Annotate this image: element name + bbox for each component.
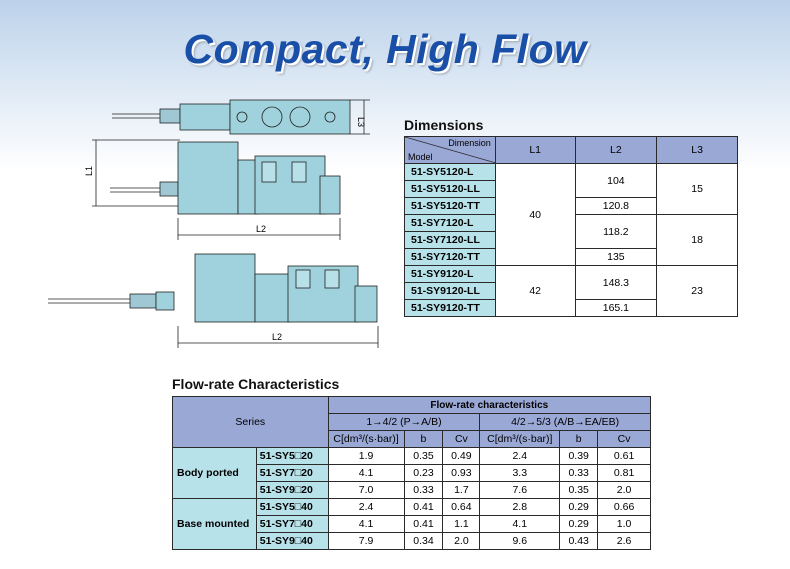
table-row: 51-SY7□20 4.1 0.23 0.93 3.3 0.33 0.81 xyxy=(173,464,651,482)
value-cell: 1.0 xyxy=(597,515,651,533)
table-row: 51-SY9□20 7.0 0.33 1.7 7.6 0.35 2.0 xyxy=(173,481,651,499)
l2-cell: 104 xyxy=(574,163,658,198)
flow-rate-table: Series Flow-rate characteristics 1→4/2 (… xyxy=(172,396,652,550)
series-cell: 51-SY5□40 xyxy=(255,498,329,516)
ab-to-ea-eb-header: 4/2→5/3 (A/B→EA/EB) xyxy=(479,413,651,431)
group-label-body-ported: Body ported xyxy=(172,447,257,499)
dimensions-corner-header: Dimension Model xyxy=(404,136,496,164)
l2-cell: 165.1 xyxy=(574,299,658,317)
l2-cell: 135 xyxy=(574,248,658,266)
model-cell: 51-SY9120-L xyxy=(404,265,496,283)
l1-cell: 42 xyxy=(494,265,576,317)
value-cell: 2.4 xyxy=(327,498,405,516)
flow-group-header: Flow-rate characteristics xyxy=(327,396,652,414)
col-b-1: b xyxy=(403,430,444,448)
valve-drawings: L3 L1 L2 L2 xyxy=(48,99,379,348)
value-cell: 0.34 xyxy=(403,532,444,550)
value-cell: 0.35 xyxy=(403,447,444,465)
value-cell: 0.23 xyxy=(403,464,444,482)
value-cell: 0.93 xyxy=(442,464,481,482)
value-cell: 0.35 xyxy=(559,481,599,499)
value-cell: 0.43 xyxy=(559,532,599,550)
value-cell: 0.66 xyxy=(597,498,651,516)
l2-lower-label: L2 xyxy=(272,332,282,342)
value-cell: 7.9 xyxy=(327,532,405,550)
value-cell: 2.6 xyxy=(597,532,651,550)
corner-dimension-label: Dimension xyxy=(448,138,491,148)
model-cell: 51-SY9120-TT xyxy=(404,299,496,317)
value-cell: 1.1 xyxy=(442,515,481,533)
col-c-1: C[dm³/(s·bar)] xyxy=(327,430,405,448)
flow-heading: Flow-rate Characteristics xyxy=(172,376,340,392)
value-cell: 4.1 xyxy=(327,464,405,482)
l2-cell: 120.8 xyxy=(574,197,658,215)
series-cell: 51-SY7□40 xyxy=(255,515,329,533)
value-cell: 0.29 xyxy=(559,498,599,516)
series-cell: 51-SY9□40 xyxy=(255,532,329,550)
value-cell: 7.6 xyxy=(479,481,561,499)
value-cell: 7.0 xyxy=(327,481,405,499)
value-cell: 4.1 xyxy=(479,515,561,533)
model-cell: 51-SY7120-L xyxy=(404,214,496,232)
l3-label: L3 xyxy=(356,117,366,127)
value-cell: 4.1 xyxy=(327,515,405,533)
series-cell: 51-SY7□20 xyxy=(255,464,329,482)
top-view-drawing xyxy=(112,99,370,135)
col-c-2: C[dm³/(s·bar)] xyxy=(479,430,561,448)
series-cell: 51-SY9□20 xyxy=(255,481,329,499)
model-cell: 51-SY5120-L xyxy=(404,163,496,181)
l1-label: L1 xyxy=(84,166,94,176)
value-cell: 1.9 xyxy=(327,447,405,465)
model-cell: 51-SY5120-LL xyxy=(404,180,496,198)
table-row: Body ported 51-SY5□20 1.9 0.35 0.49 2.4 … xyxy=(172,447,651,499)
l1-cell: 40 xyxy=(494,163,576,266)
value-cell: 3.3 xyxy=(479,464,561,482)
value-cell: 2.4 xyxy=(479,447,561,465)
value-cell: 2.0 xyxy=(597,481,651,499)
side-view-base-mounted xyxy=(48,253,379,348)
value-cell: 1.7 xyxy=(442,481,481,499)
l2-cell: 148.3 xyxy=(574,265,658,300)
value-cell: 0.61 xyxy=(597,447,651,465)
value-cell: 2.8 xyxy=(479,498,561,516)
model-cell: 51-SY5120-TT xyxy=(404,197,496,215)
value-cell: 0.64 xyxy=(442,498,481,516)
series-header: Series xyxy=(172,396,329,448)
column-header-l3: L3 xyxy=(656,136,738,164)
value-cell: 2.0 xyxy=(442,532,481,550)
p-to-ab-header: 1→4/2 (P→A/B) xyxy=(327,413,481,431)
series-cell: 51-SY5□20 xyxy=(255,447,329,465)
page-title: Compact, High Flow xyxy=(183,26,587,72)
l2-cell: 118.2 xyxy=(574,214,658,249)
l3-cell: 18 xyxy=(656,214,738,266)
column-header-l1: L1 xyxy=(494,136,576,164)
value-cell: 0.29 xyxy=(559,515,599,533)
table-row: 51-SY9□40 7.9 0.34 2.0 9.6 0.43 2.6 xyxy=(173,532,651,550)
l2-upper-label: L2 xyxy=(256,224,266,234)
model-cell: 51-SY9120-LL xyxy=(404,282,496,300)
value-cell: 0.41 xyxy=(403,498,444,516)
value-cell: 0.33 xyxy=(403,481,444,499)
dimensions-table: Dimension Model L1 L2 L3 51-SY5120-L 40 … xyxy=(404,136,738,317)
corner-model-label: Model xyxy=(408,152,433,162)
side-view-body-ported xyxy=(92,139,341,240)
col-cv-1: Cv xyxy=(442,430,481,448)
l3-cell: 23 xyxy=(656,265,738,317)
column-header-l2: L2 xyxy=(574,136,658,164)
value-cell: 0.33 xyxy=(559,464,599,482)
group-label-base-mounted: Base mounted xyxy=(172,498,257,550)
value-cell: 0.39 xyxy=(559,447,599,465)
table-row: Base mounted 51-SY5□40 2.4 0.41 0.64 2.8… xyxy=(172,498,651,550)
dimensions-heading: Dimensions xyxy=(404,117,484,133)
value-cell: 0.41 xyxy=(403,515,444,533)
value-cell: 0.81 xyxy=(597,464,651,482)
value-cell: 9.6 xyxy=(479,532,561,550)
col-cv-2: Cv xyxy=(597,430,651,448)
model-cell: 51-SY7120-TT xyxy=(404,248,496,266)
model-cell: 51-SY7120-LL xyxy=(404,231,496,249)
col-b-2: b xyxy=(559,430,599,448)
l3-cell: 15 xyxy=(656,163,738,215)
value-cell: 0.49 xyxy=(442,447,481,465)
